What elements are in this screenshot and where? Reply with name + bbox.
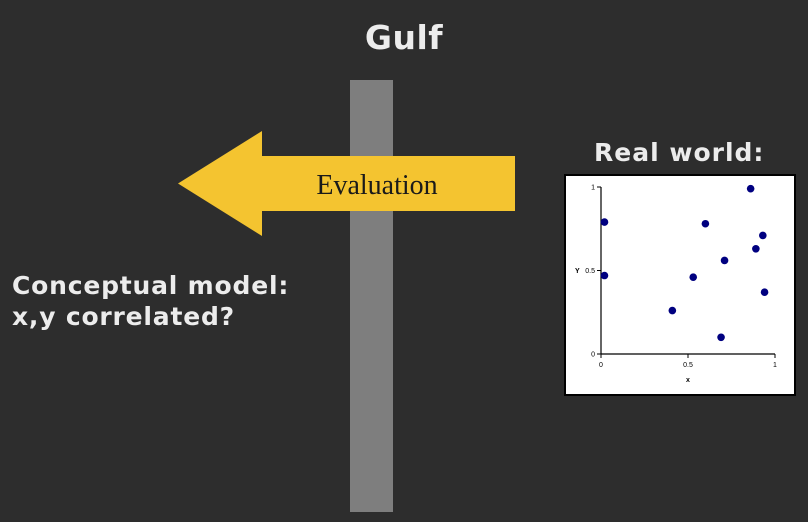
conceptual-model-text: Conceptual model: x,y correlated? — [12, 270, 289, 332]
y-axis-label: Y — [575, 268, 580, 275]
data-point — [759, 231, 767, 240]
x-tick-label: 0.5 — [683, 362, 693, 369]
y-tick-label: 1 — [591, 185, 595, 192]
gulf-bar — [350, 80, 393, 512]
y-tick-label: 0 — [591, 352, 595, 359]
data-point — [760, 288, 769, 297]
x-axis-label: x — [686, 377, 690, 384]
data-point — [746, 184, 755, 193]
page-title: Gulf — [364, 18, 444, 57]
data-point — [752, 244, 760, 253]
conceptual-model-line-1: Conceptual model: — [12, 271, 290, 300]
data-point — [717, 333, 725, 342]
x-tick-label: 0 — [599, 362, 603, 369]
scatter-plot: 0 0.5 1 0 0.5 1 x Y — [564, 174, 796, 396]
scatter-plot-svg: 0 0.5 1 0 0.5 1 x Y — [575, 184, 777, 385]
evaluation-arrow-label: Evaluation — [316, 170, 437, 201]
evaluation-arrow-shape — [178, 131, 515, 236]
data-point — [701, 219, 710, 228]
real-world-label: Real world: — [594, 138, 765, 167]
data-point — [668, 306, 677, 315]
data-point — [689, 273, 698, 281]
data-point — [600, 271, 609, 280]
data-point — [600, 218, 609, 226]
data-point — [720, 256, 729, 265]
y-tick-label: 0.5 — [585, 268, 595, 275]
conceptual-model-line-2: x,y correlated? — [12, 302, 235, 331]
x-tick-label: 1 — [773, 362, 777, 369]
